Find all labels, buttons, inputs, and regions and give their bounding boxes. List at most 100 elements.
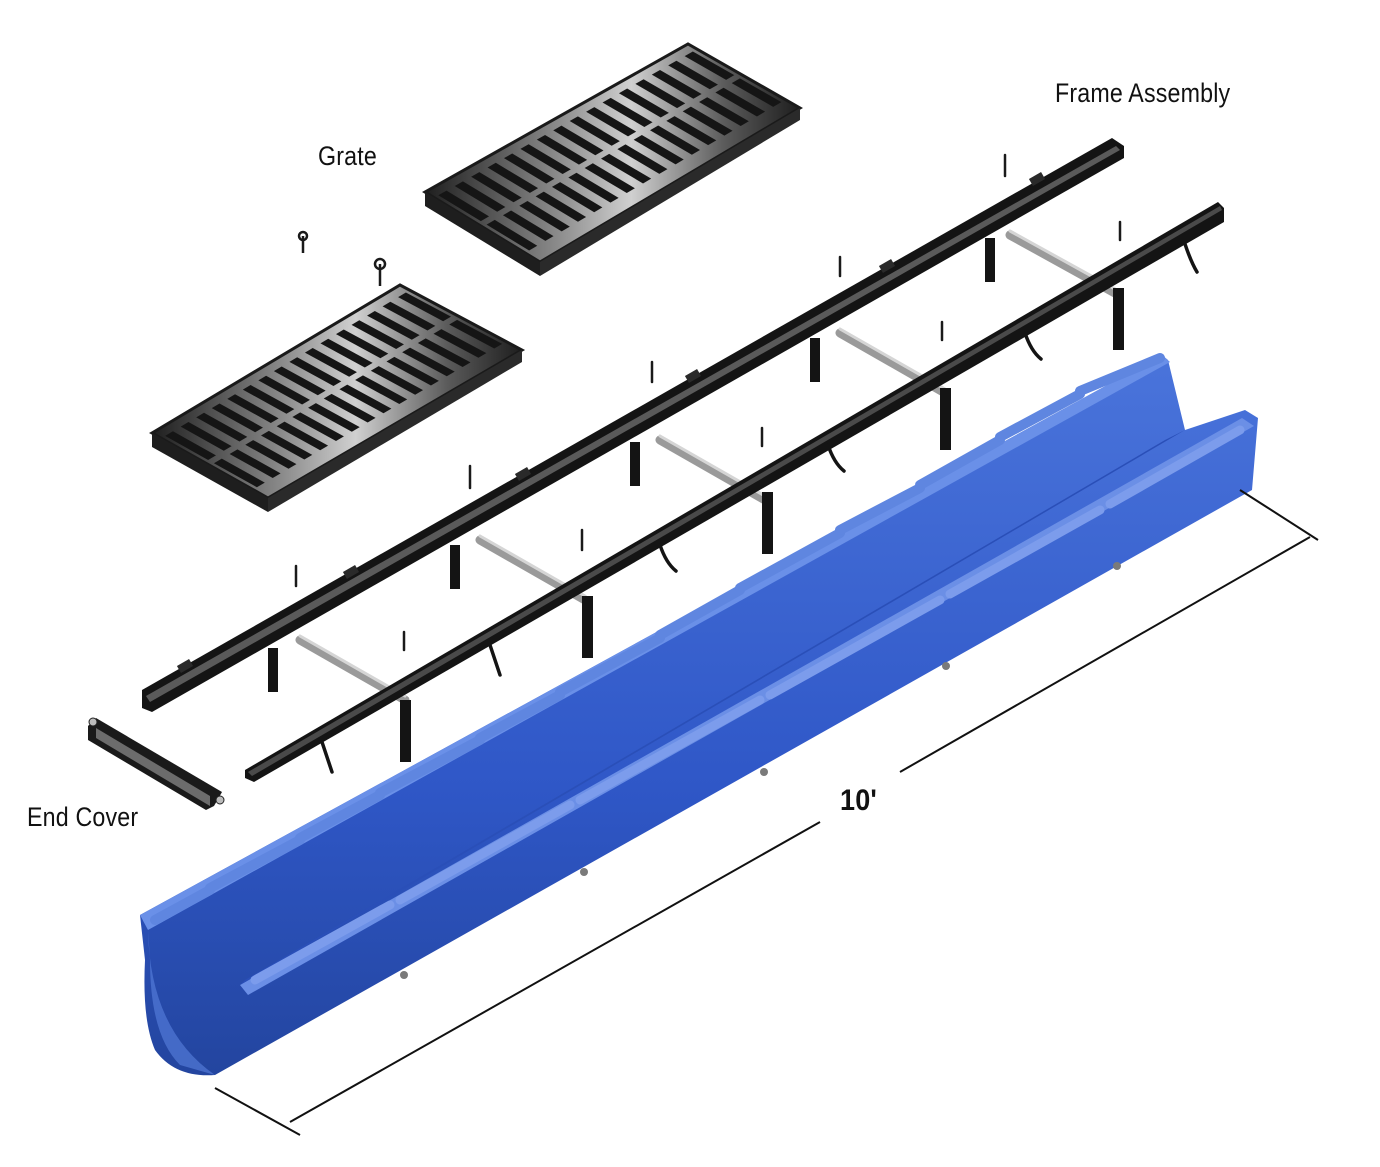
grate-slot <box>568 172 619 203</box>
grate-slot <box>536 134 588 165</box>
trench-bolt <box>400 971 408 979</box>
grate-slot <box>633 134 684 165</box>
frame-assembly <box>142 138 1224 782</box>
grate-slot <box>618 88 669 118</box>
grate-label: Grate <box>318 141 377 171</box>
dimension-line-lower <box>289 821 821 1123</box>
grate-slot <box>551 182 603 213</box>
grate-slot <box>355 375 408 404</box>
grate-lower-slots <box>165 292 503 488</box>
grate-upper <box>422 42 803 276</box>
trench-bolts <box>400 562 1121 979</box>
grate-slot <box>584 163 635 194</box>
dimension-tick-left <box>214 1087 301 1136</box>
grate-slot <box>651 70 702 99</box>
grate-slot <box>586 107 637 137</box>
grate-slot <box>370 366 424 395</box>
grate-slot <box>519 201 570 232</box>
dimension-line-10ft <box>214 489 1319 1136</box>
grate-slot <box>715 87 766 117</box>
trench-bolt <box>1113 562 1121 570</box>
end-cover-bolt <box>215 795 225 805</box>
grate-slot <box>553 125 604 156</box>
frame-bolts <box>294 153 1122 652</box>
grate-slot <box>398 292 451 322</box>
grate-slot <box>471 172 522 203</box>
grate-slot <box>433 329 487 358</box>
grate-slot <box>535 191 587 222</box>
trench-rim-segments <box>150 353 1165 925</box>
grate-slot <box>165 431 216 460</box>
trench-bolt <box>942 662 950 670</box>
trench-inner-wall <box>240 430 1185 985</box>
grate-slot <box>682 106 733 136</box>
grate-slot <box>227 394 279 423</box>
frame-clips <box>176 172 1046 673</box>
grate-slot <box>289 357 342 386</box>
grate-slot <box>292 412 344 441</box>
grate-slot <box>487 162 539 193</box>
end-cover-label: End Cover <box>27 802 139 832</box>
grate-slot <box>684 51 735 80</box>
grate-slot <box>242 385 295 414</box>
grate-slot <box>402 347 455 377</box>
grate-slot <box>276 421 329 451</box>
grate-slot <box>273 366 326 396</box>
grate-slot <box>196 412 248 442</box>
grate-slot <box>382 301 436 331</box>
grate-slot <box>323 393 376 423</box>
trench-end-shading <box>148 930 215 1075</box>
frame-rail-front <box>245 202 1224 782</box>
grate-slot <box>602 97 653 127</box>
length-dimension-label: 10' <box>840 784 877 817</box>
frame-anchor-hooks <box>320 242 1199 774</box>
grate-slot <box>213 458 265 488</box>
grate-slot <box>569 116 620 146</box>
grate-slot <box>258 375 310 405</box>
grate-slot <box>245 440 297 469</box>
grate-slot <box>650 125 700 155</box>
grate-slot <box>180 422 232 451</box>
grate-bolts <box>297 230 387 286</box>
dimension-tick-right <box>1239 489 1319 541</box>
grate-slot <box>454 181 506 212</box>
grate-slot <box>438 190 490 222</box>
grate-lower <box>149 283 526 512</box>
grate-slot <box>320 338 373 368</box>
grate-slot <box>635 79 686 109</box>
grate-slot <box>229 449 281 478</box>
grate-lower-side <box>152 433 268 512</box>
trench-ledge-segments <box>250 425 1245 985</box>
frame-anchor-legs-back <box>268 238 995 692</box>
grate-slot <box>449 319 503 349</box>
trench-body <box>140 353 1258 1076</box>
grate-slot <box>486 219 538 251</box>
frame-assembly-label: Frame Assembly <box>1055 78 1231 108</box>
grate-slot <box>308 403 360 432</box>
grate-slot <box>211 403 263 433</box>
grate-slot <box>600 153 652 184</box>
grate-upper-slots <box>438 51 782 251</box>
frame-rail-back <box>142 138 1124 712</box>
end-cover-face <box>96 728 210 806</box>
trench-bolt <box>580 868 588 876</box>
dimension-line-upper <box>899 536 1311 773</box>
grate-slot <box>417 338 471 367</box>
grate-slot <box>699 97 749 127</box>
grate-slot <box>335 329 389 359</box>
grate-upper-side <box>425 192 540 276</box>
grate-slot <box>386 356 439 386</box>
grate-slot <box>666 116 717 146</box>
grate-slot <box>731 78 782 107</box>
grate-slot <box>367 311 420 340</box>
grate-slot <box>668 60 718 90</box>
grate-upper-side-long <box>540 108 800 276</box>
grate-slot <box>351 320 404 349</box>
grate-slot <box>520 144 571 175</box>
grate-slot <box>502 210 554 241</box>
grate-slot <box>304 348 357 377</box>
frame-anchor-legs-front <box>400 288 1124 762</box>
grate-slot <box>339 384 392 414</box>
